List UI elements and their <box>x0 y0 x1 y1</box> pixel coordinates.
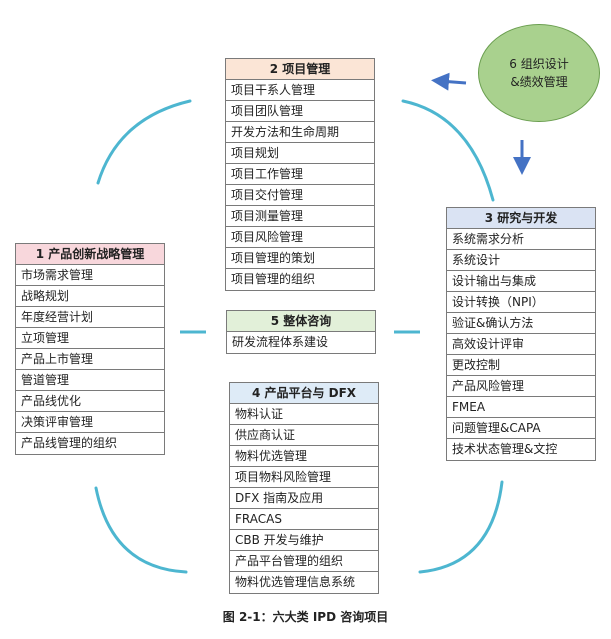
list-item: FRACAS <box>230 509 378 530</box>
list-item: 项目干系人管理 <box>226 80 374 101</box>
list-item: FMEA <box>447 397 595 418</box>
list-item: 项目测量管理 <box>226 206 374 227</box>
project-management-box: 2 项目管理 项目干系人管理项目团队管理开发方法和生命周期项目规划项目工作管理项… <box>225 58 375 291</box>
list-item: DFX 指南及应用 <box>230 488 378 509</box>
list-item: 项目规划 <box>226 143 374 164</box>
list-item: 项目交付管理 <box>226 185 374 206</box>
list-item: 问题管理&CAPA <box>447 418 595 439</box>
box-title: 2 项目管理 <box>226 59 374 80</box>
box-title: 5 整体咨询 <box>227 311 375 332</box>
list-item: 项目工作管理 <box>226 164 374 185</box>
arc-top-right <box>401 99 495 202</box>
list-item: CBB 开发与维护 <box>230 530 378 551</box>
list-item: 项目管理的组织 <box>231 272 316 286</box>
list-item: 物料优选管理信息系统 <box>235 575 356 589</box>
list-item: 系统需求分析 <box>447 229 595 250</box>
list-item: 系统设计 <box>447 250 595 271</box>
product-strategy-box: 1 产品创新战略管理 市场需求管理战略规划年度经营计划立项管理产品上市管理管道管… <box>15 243 165 455</box>
list-item: 物料认证 <box>230 404 378 425</box>
list-item: 供应商认证 <box>230 425 378 446</box>
list-item: 设计转换（NPI） <box>447 292 595 313</box>
list-item: 市场需求管理 <box>16 265 164 286</box>
box-title: 4 产品平台与 DFX <box>230 383 378 404</box>
list-item: 战略规划 <box>16 286 164 307</box>
arc-bottom-left <box>94 486 188 574</box>
arrow-to-mgmt <box>431 72 467 91</box>
list-item: 产品线管理的组织 <box>21 436 118 450</box>
figure-caption: 图 2-1：六大类 IPD 咨询项目 <box>222 610 389 624</box>
item-list: 市场需求管理战略规划年度经营计划立项管理产品上市管理管道管理产品线优化决策评审管… <box>16 265 164 454</box>
list-item: 项目团队管理 <box>226 101 374 122</box>
item-list: 研发流程体系建设 <box>227 332 375 353</box>
box-title: 1 产品创新战略管理 <box>16 244 164 265</box>
box-title: 3 研究与开发 <box>447 208 595 229</box>
list-item: 物料优选管理 <box>230 446 378 467</box>
overall-consulting-box: 5 整体咨询 研发流程体系建设 <box>226 310 376 354</box>
list-item: 产品上市管理 <box>16 349 164 370</box>
item-list: 项目干系人管理项目团队管理开发方法和生命周期项目规划项目工作管理项目交付管理项目… <box>226 80 374 290</box>
list-item: 项目风险管理 <box>226 227 374 248</box>
arc-bottom-right <box>418 480 504 574</box>
list-item: 产品风险管理 <box>447 376 595 397</box>
list-item: 产品平台管理的组织 <box>230 551 378 572</box>
list-item: 项目管理的策划 <box>226 248 374 269</box>
circle-line-2: &绩效管理 <box>510 75 568 89</box>
list-item: 项目物料风险管理 <box>230 467 378 488</box>
circle-line-1: 6 组织设计 <box>509 57 569 71</box>
list-item: 更改控制 <box>447 355 595 376</box>
list-item: 设计输出与集成 <box>447 271 595 292</box>
list-item: 管道管理 <box>16 370 164 391</box>
list-item: 立项管理 <box>16 328 164 349</box>
item-list: 系统需求分析系统设计设计输出与集成设计转换（NPI）验证&确认方法高效设计评审更… <box>447 229 595 460</box>
list-item: 技术状态管理&文控 <box>452 442 558 456</box>
list-item: 年度经营计划 <box>16 307 164 328</box>
arc-top-left <box>96 99 192 185</box>
research-development-box: 3 研究与开发 系统需求分析系统设计设计输出与集成设计转换（NPI）验证&确认方… <box>446 207 596 461</box>
list-item: 高效设计评审 <box>447 334 595 355</box>
list-item: 研发流程体系建设 <box>232 335 329 349</box>
list-item: 产品线优化 <box>16 391 164 412</box>
list-item: 验证&确认方法 <box>447 313 595 334</box>
list-item: 决策评审管理 <box>16 412 164 433</box>
org-performance-circle: 6 组织设计 &绩效管理 <box>478 24 600 122</box>
list-item: 开发方法和生命周期 <box>226 122 374 143</box>
